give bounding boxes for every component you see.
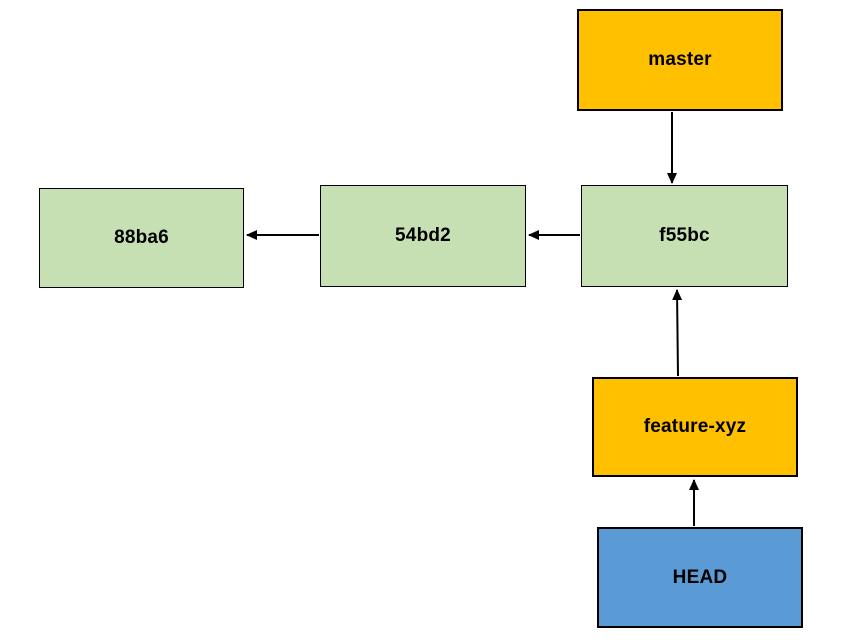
- node-head-pointer: HEAD: [597, 527, 803, 628]
- node-label: 54bd2: [395, 225, 451, 246]
- node-label: feature-xyz: [643, 416, 747, 437]
- node-label: f55bc: [659, 225, 710, 246]
- node-label: HEAD: [672, 566, 728, 588]
- node-label: 88ba6: [114, 227, 169, 248]
- edge-feature-xyz-to-f55bc: [672, 289, 683, 377]
- node-commit-88ba6: 88ba6: [39, 188, 244, 288]
- node-commit-f55bc: f55bc: [581, 185, 788, 287]
- node-commit-54bd2: 54bd2: [320, 185, 526, 287]
- node-branch-master: master: [577, 9, 783, 111]
- node-label: master: [648, 49, 712, 70]
- node-branch-feature-xyz: feature-xyz: [592, 377, 798, 477]
